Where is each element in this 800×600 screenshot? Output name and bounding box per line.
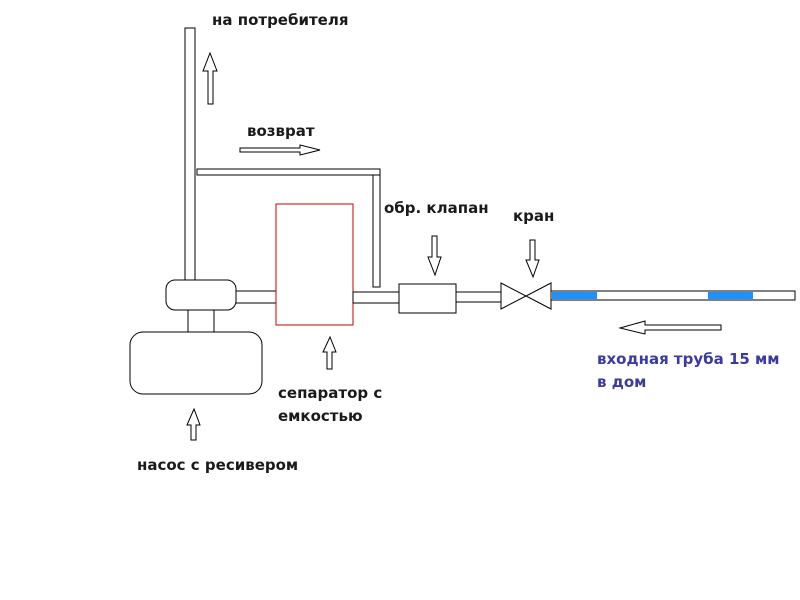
arrow-up-icon <box>186 407 201 441</box>
label-separator-line2: емкостью <box>278 407 363 425</box>
return-pipe <box>196 168 381 176</box>
label-consumer: на потребителя <box>212 11 348 29</box>
inlet-pipe-fill-1 <box>552 292 597 299</box>
arrow-right-icon <box>239 144 321 156</box>
label-valve: кран <box>513 207 554 225</box>
label-return: возврат <box>247 122 315 140</box>
arrow-up-icon <box>202 51 218 105</box>
pipe-pump-separator <box>235 290 278 304</box>
pump-head <box>165 279 237 311</box>
arrow-down-icon <box>525 239 540 279</box>
riser-pipe <box>184 27 196 281</box>
label-pump: насос с ресивером <box>137 456 298 474</box>
pipe-checkvalve-valve <box>455 291 502 303</box>
pump-neck <box>187 309 215 333</box>
label-inlet-line2: в дом <box>597 373 646 391</box>
receiver-tank <box>129 331 263 395</box>
label-separator-line1: сепаратор с <box>278 384 382 402</box>
arrow-up-icon <box>322 335 337 370</box>
arrow-down-icon <box>427 235 442 277</box>
label-check-valve: обр. клапан <box>384 199 489 217</box>
pipe-separator-checkvalve <box>352 291 400 304</box>
label-inlet-line1: входная труба 15 мм <box>597 350 780 368</box>
check-valve <box>398 283 457 314</box>
inlet-pipe-fill-2 <box>708 292 753 299</box>
inlet-pipe <box>550 290 796 301</box>
separator-tank <box>275 203 354 326</box>
arrow-left-icon <box>618 320 722 335</box>
return-drop-pipe <box>372 174 381 288</box>
butterfly-valve-icon <box>500 282 552 310</box>
